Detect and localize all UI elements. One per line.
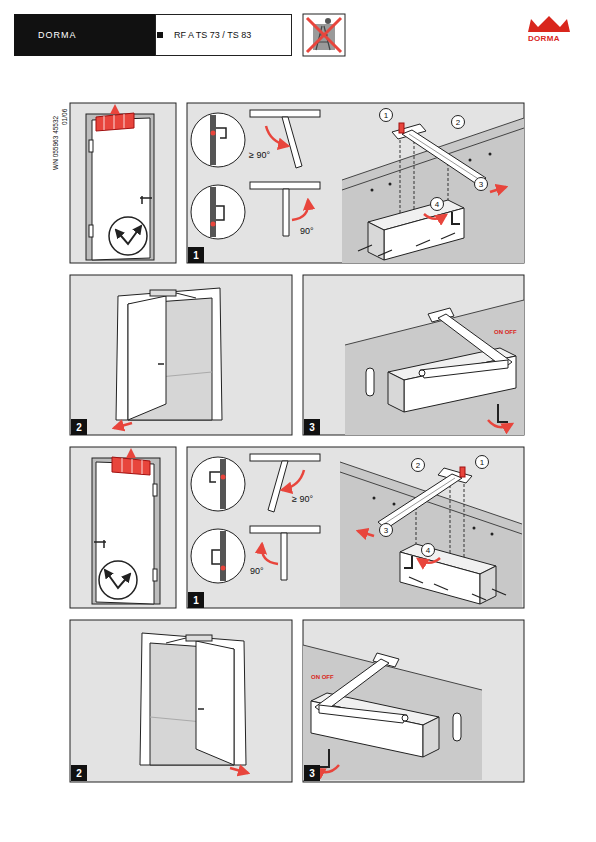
header-ground <box>155 14 292 56</box>
door-opening <box>114 288 222 428</box>
step-number: 3 <box>304 419 320 435</box>
closer-adjustment <box>345 300 524 435</box>
callout-number: 1 <box>379 108 393 122</box>
step-number: 1 <box>188 247 204 263</box>
callout-number: 4 <box>421 543 435 557</box>
node-text: DORMA <box>38 30 77 40</box>
angle-label: 90° <box>300 226 314 236</box>
brand-box: DORMA <box>14 14 155 56</box>
node-text: 3 <box>384 526 388 535</box>
callout-number: 2 <box>411 458 425 472</box>
callout-number: 1 <box>475 455 489 469</box>
node-text: 3 <box>479 180 483 189</box>
node-text: RF A TS 73 / TS 83 <box>174 30 251 40</box>
node-text: 2 <box>76 422 82 433</box>
header-mark <box>157 32 163 38</box>
node-text: 1 <box>384 111 388 120</box>
node-text: 2 <box>416 461 420 470</box>
callout-number: 2 <box>451 115 465 129</box>
node-text: 2 <box>456 118 460 127</box>
angle-label: ≥ 90° <box>292 494 313 504</box>
closer-mounting <box>342 118 524 263</box>
adjust-label: ON OFF <box>494 329 517 335</box>
step-number: 3 <box>304 765 320 781</box>
no-ladder-icon <box>303 14 345 56</box>
node-text: 1 <box>193 250 199 261</box>
brand-logo: DORMA <box>528 34 560 43</box>
document-date: 01/06 <box>61 109 68 125</box>
step-number: 2 <box>71 419 87 435</box>
panel-frames <box>70 103 524 782</box>
node-text: 1 <box>480 458 484 467</box>
node-text: 3 <box>309 422 315 433</box>
node-text: 3 <box>309 768 315 779</box>
adjust-label: ON OFF <box>311 674 334 680</box>
callout-number: 4 <box>430 197 444 211</box>
node-text: 1 <box>193 595 199 606</box>
callout-number: 3 <box>379 523 393 537</box>
node-text: 4 <box>435 200 439 209</box>
step-number: 1 <box>188 592 204 608</box>
logo-crown <box>528 16 570 32</box>
detail-insets <box>191 113 245 239</box>
model-box: RF A TS 73 / TS 83 <box>155 14 292 56</box>
angle-label: 90° <box>250 566 264 576</box>
step-number: 2 <box>71 765 87 781</box>
node-text: 4 <box>426 546 430 555</box>
node-text: 2 <box>76 768 82 779</box>
angle-label: ≥ 90° <box>249 150 270 160</box>
callout-number: 3 <box>474 177 488 191</box>
door-overview <box>86 106 154 260</box>
arm-angle-sketch <box>250 110 320 236</box>
document-code: WN 055963 45532 <box>52 116 59 170</box>
